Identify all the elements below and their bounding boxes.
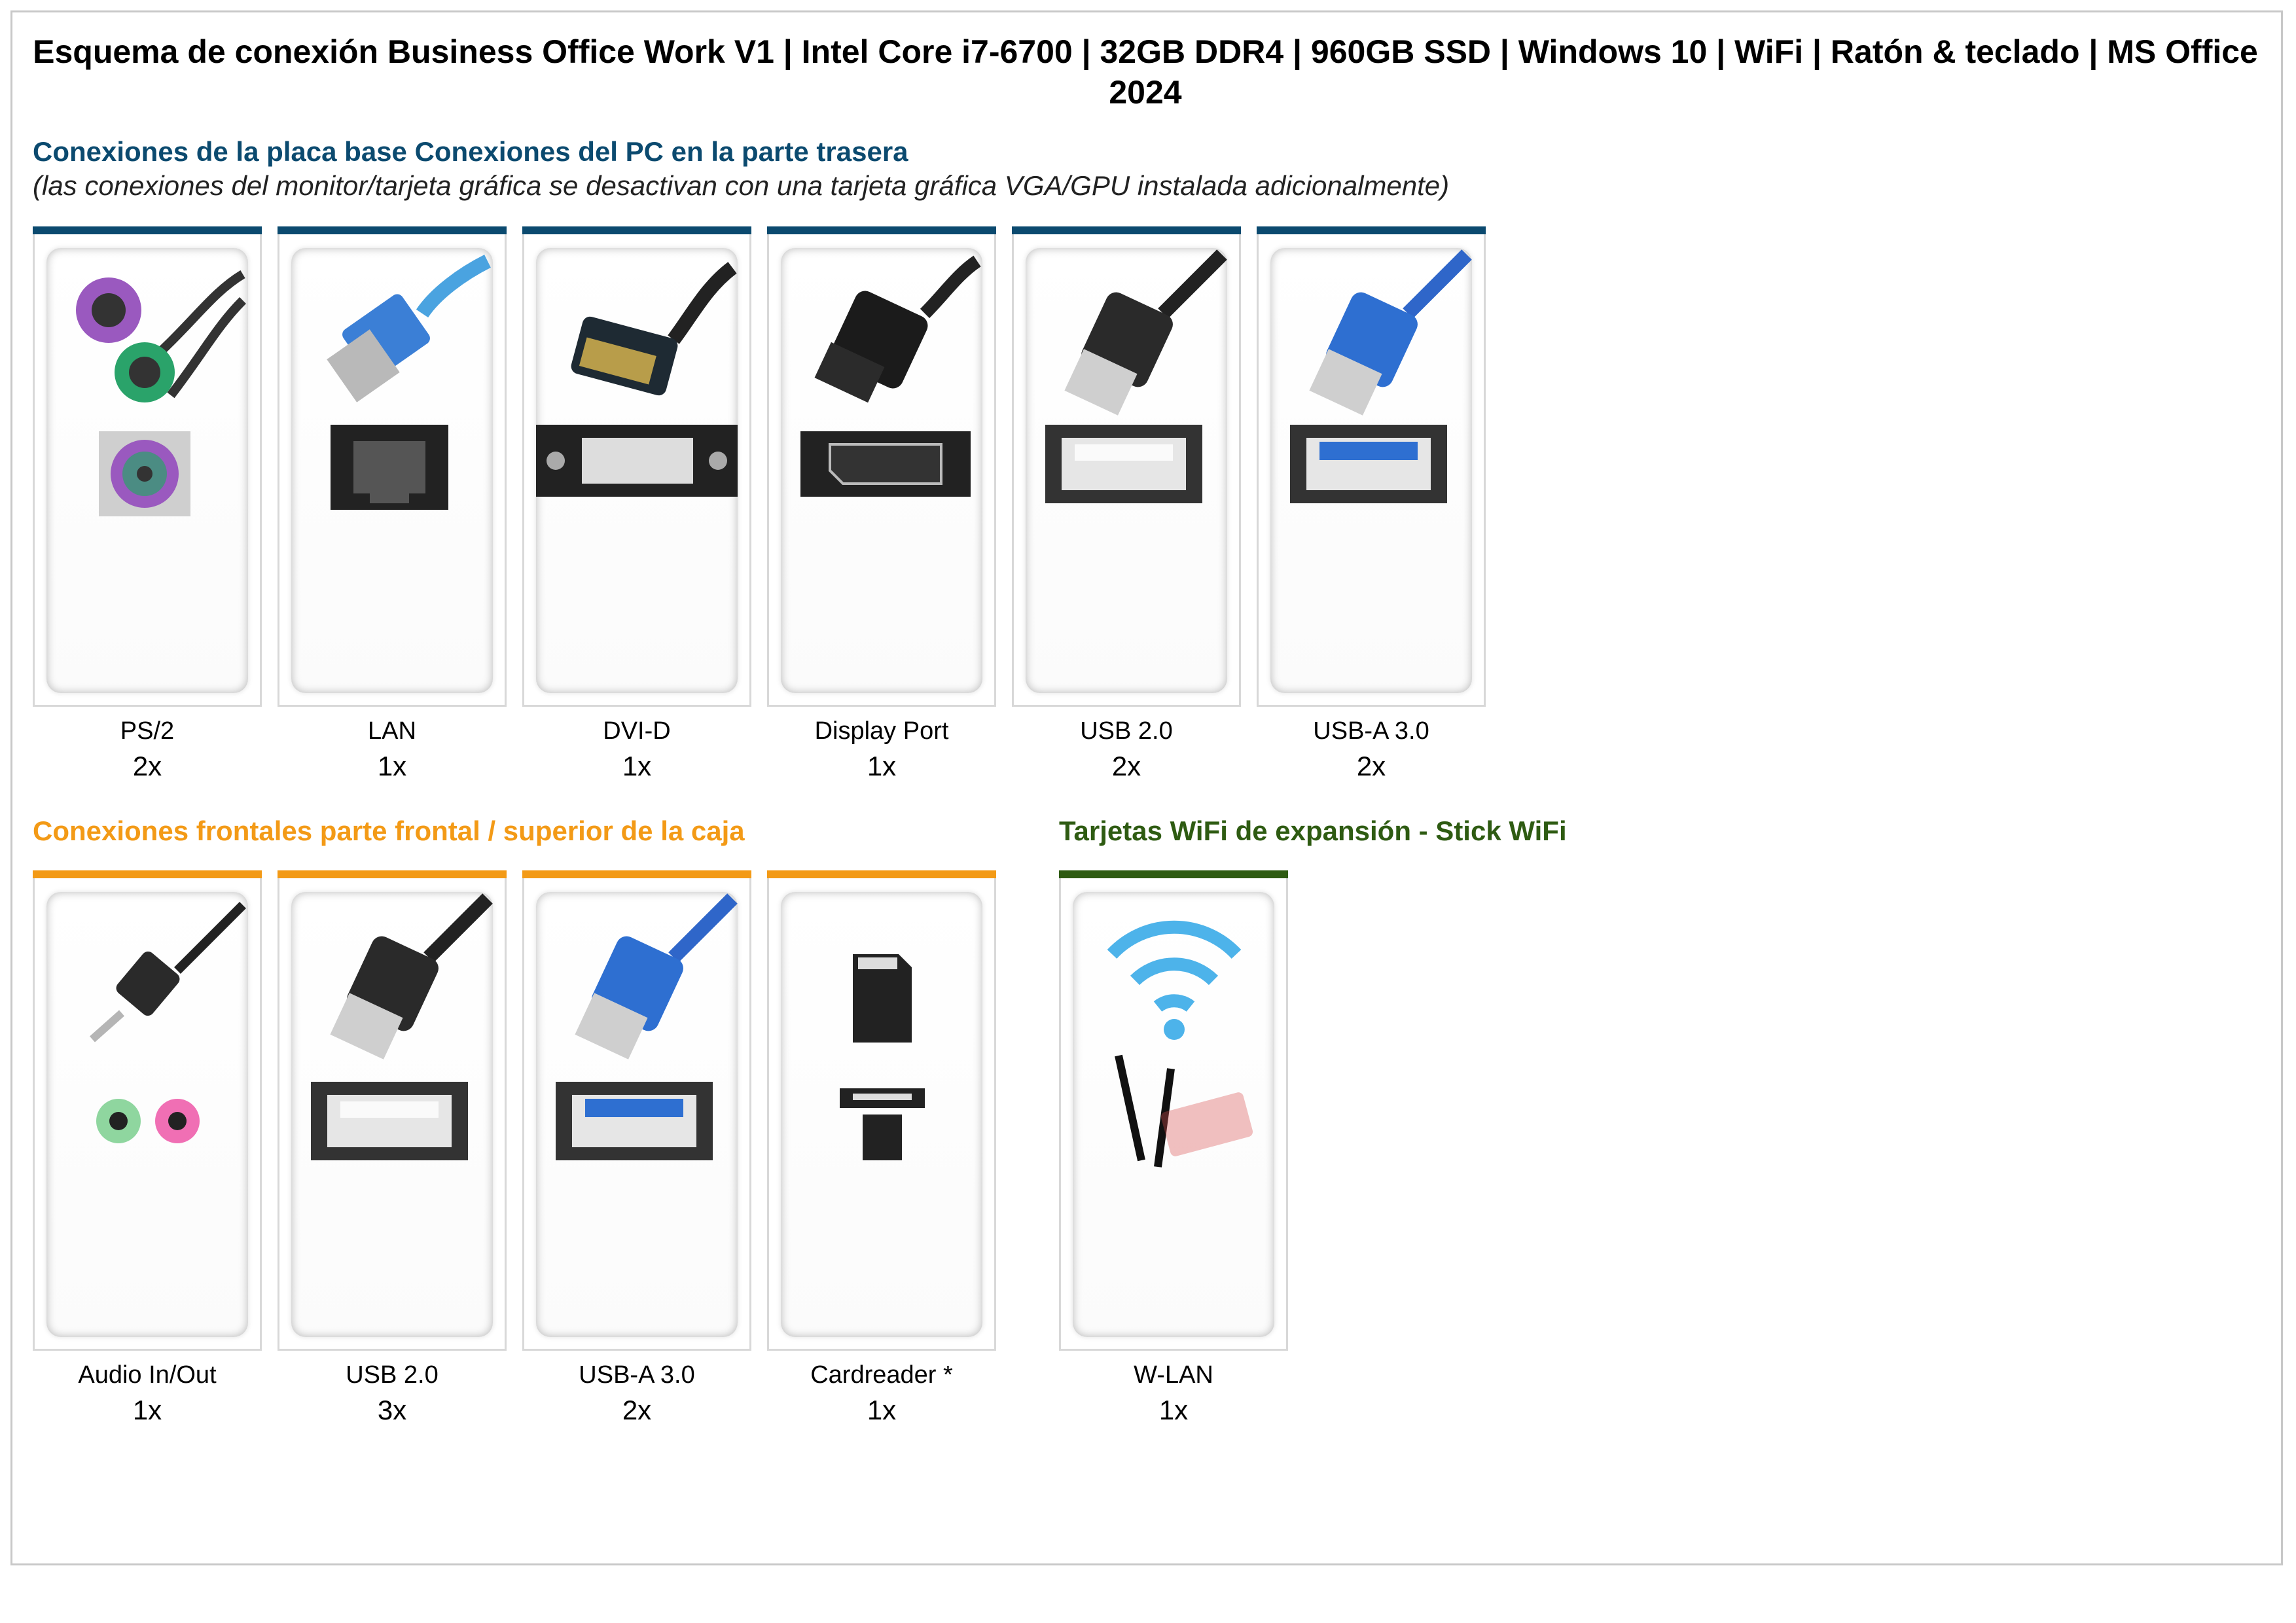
connector-count: 1x bbox=[867, 751, 897, 781]
connector-count: 1x bbox=[622, 751, 652, 781]
card-accent-bar bbox=[767, 870, 996, 878]
displayport-icon bbox=[781, 248, 982, 693]
card-accent-bar bbox=[1059, 870, 1288, 878]
connector-card-ps2 bbox=[33, 226, 262, 707]
page-frame bbox=[10, 10, 2283, 1565]
rear-section-title: Conexiones de la placa base Conexiones d… bbox=[33, 136, 908, 167]
connector-label: PS/2 bbox=[120, 717, 175, 745]
connector-card-lan bbox=[278, 226, 507, 707]
connector-label: USB 2.0 bbox=[1080, 717, 1173, 745]
connector-label: LAN bbox=[368, 717, 416, 745]
dvi-icon bbox=[536, 248, 738, 693]
usb2-icon bbox=[291, 892, 493, 1337]
connector-card-wlan bbox=[1059, 870, 1288, 1351]
card-accent-bar bbox=[522, 226, 751, 234]
connector-label: Audio In/Out bbox=[78, 1361, 217, 1389]
connector-label: Display Port bbox=[814, 717, 949, 745]
connector-count: 2x bbox=[1356, 751, 1386, 781]
rear-section-subtitle: (las conexiones del monitor/tarjeta gráf… bbox=[33, 170, 1450, 201]
connector-count: 3x bbox=[377, 1395, 407, 1425]
connector-card-usb2 bbox=[1012, 226, 1241, 707]
connector-count: 2x bbox=[1111, 751, 1141, 781]
connector-card-usb2-front bbox=[278, 870, 507, 1351]
lan-icon bbox=[291, 248, 493, 693]
ps2-icon bbox=[46, 248, 248, 693]
connector-count: 1x bbox=[132, 1395, 162, 1425]
connector-label: USB-A 3.0 bbox=[579, 1361, 695, 1389]
connector-card-cardreader bbox=[767, 870, 996, 1351]
connector-label: USB 2.0 bbox=[346, 1361, 439, 1389]
connector-card-usb3-front bbox=[522, 870, 751, 1351]
connector-count: 1x bbox=[377, 751, 407, 781]
wifi-icon bbox=[1073, 892, 1274, 1337]
sdcard-icon bbox=[781, 892, 982, 1337]
card-accent-bar bbox=[278, 226, 507, 234]
page-title: Esquema de conexión Business Office Work… bbox=[33, 33, 2258, 111]
front-section-title: Conexiones frontales parte frontal / sup… bbox=[33, 815, 745, 846]
connector-count: 2x bbox=[622, 1395, 652, 1425]
connector-card-audio bbox=[33, 870, 262, 1351]
audio-icon bbox=[46, 892, 248, 1337]
connector-card-displayport bbox=[767, 226, 996, 707]
connector-count: 1x bbox=[867, 1395, 897, 1425]
usb3-icon bbox=[1270, 248, 1472, 693]
card-accent-bar bbox=[1257, 226, 1486, 234]
usb3-icon bbox=[536, 892, 738, 1337]
card-accent-bar bbox=[33, 870, 262, 878]
usb2-icon bbox=[1026, 248, 1227, 693]
card-accent-bar bbox=[522, 870, 751, 878]
connector-card-dvi bbox=[522, 226, 751, 707]
connector-count: 1x bbox=[1158, 1395, 1189, 1425]
connector-label: W-LAN bbox=[1134, 1361, 1213, 1389]
connector-label: DVI-D bbox=[603, 717, 671, 745]
card-accent-bar bbox=[767, 226, 996, 234]
card-accent-bar bbox=[278, 870, 507, 878]
wifi-section-title: Tarjetas WiFi de expansión - Stick WiFi bbox=[1059, 815, 1567, 846]
connector-card-usb3 bbox=[1257, 226, 1486, 707]
connector-count: 2x bbox=[132, 751, 162, 781]
card-accent-bar bbox=[1012, 226, 1241, 234]
connector-label: USB-A 3.0 bbox=[1313, 717, 1429, 745]
card-accent-bar bbox=[33, 226, 262, 234]
connector-label: Cardreader * bbox=[810, 1361, 953, 1389]
